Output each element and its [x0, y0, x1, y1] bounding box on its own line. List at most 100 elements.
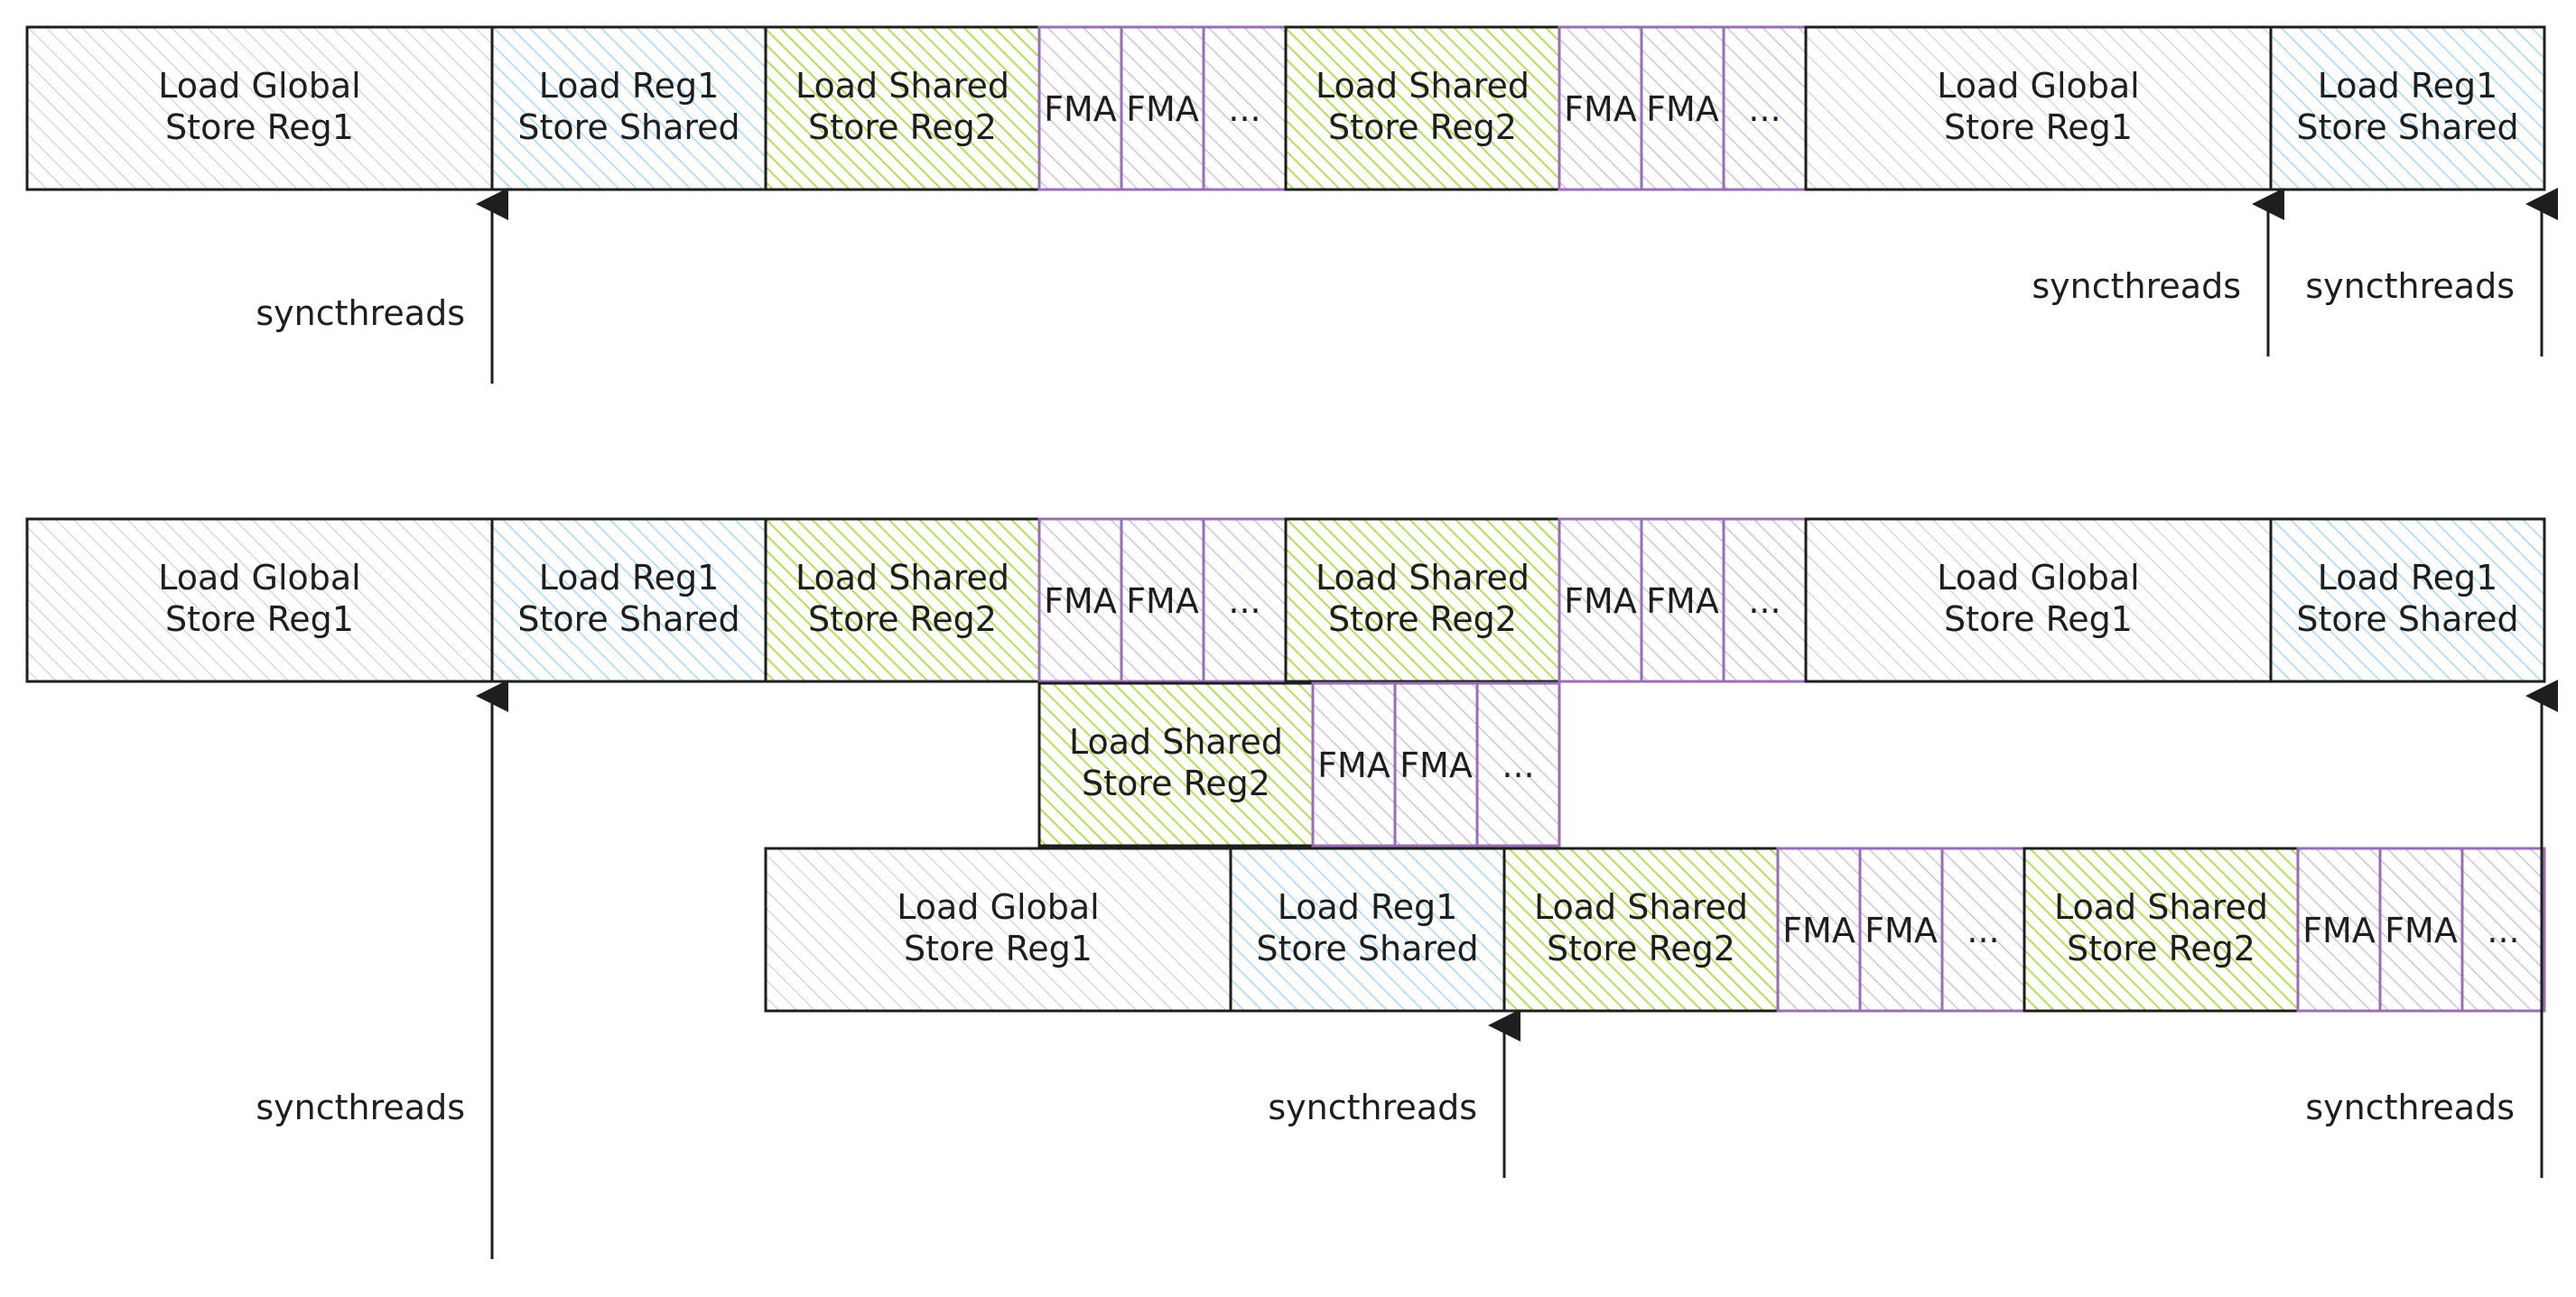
ellipsis-label: ...: [1748, 581, 1781, 621]
ellipsis-label: ...: [2487, 911, 2519, 950]
block-label-line: Store Reg2: [1082, 764, 1270, 803]
block-label-line: Load Shared: [795, 558, 1009, 598]
bottom-row-2-block-fma: FMA: [1393, 681, 1479, 848]
syncthreads-label: syncthreads: [1268, 1088, 1477, 1127]
syncthreads-label: syncthreads: [2032, 266, 2241, 306]
block-label-line: Load Global: [1937, 558, 2139, 598]
block-label-line: Load Reg1: [1278, 887, 1458, 927]
block-label-line: Store Reg1: [1944, 599, 2133, 639]
top-row-block-rect: [25, 25, 494, 191]
block-label-line: Store Reg2: [1547, 929, 1735, 968]
bottom-row-3-block-rect: [1229, 847, 1506, 1013]
syncthreads-marker: syncthreads: [2032, 188, 2284, 357]
top-row-block-dots: ...: [1722, 25, 1808, 191]
block-label-line: Load Shared: [1316, 558, 1530, 598]
bottom-row-1-block-rect: [490, 517, 767, 683]
block-label-line: Load Reg1: [2318, 558, 2498, 598]
block-label-line: Load Shared: [1316, 66, 1530, 106]
bottom-row-1-block-rect: [2269, 517, 2546, 683]
bottom-syncthreads-markers: syncthreads syncthreads syncthreads: [256, 680, 2558, 1259]
top-row-block-rect: [490, 25, 767, 191]
bottom-row-1-block-rect: [25, 517, 494, 683]
block-label-line: Load Reg1: [539, 558, 720, 598]
block-label-line: Load Shared: [795, 66, 1009, 106]
bottom-row-1-block-rect: [1037, 517, 1123, 683]
bottom-row-2-block-fma: FMA: [1311, 681, 1397, 848]
block-label-line: Store Reg2: [2067, 929, 2255, 968]
ellipsis-label: ...: [1228, 581, 1260, 621]
bottom-row-1-block-fma: FMA: [1037, 517, 1123, 683]
bottom-row-1-block-rect: [1202, 517, 1288, 683]
block-label-line: Store Shared: [517, 599, 739, 639]
bottom-row-2-block-rect: [1311, 681, 1397, 848]
fma-label: FMA: [1126, 581, 1199, 621]
ellipsis-label: ...: [1502, 746, 1534, 785]
fma-label: FMA: [2385, 911, 2458, 950]
bottom-row-3-block-fma: FMA: [2296, 847, 2382, 1013]
block-label-line: Store Reg2: [1328, 599, 1517, 639]
fma-label: FMA: [1646, 581, 1719, 621]
block-label-line: Load Global: [158, 66, 360, 106]
fma-label: FMA: [1044, 89, 1117, 129]
fma-label: FMA: [1564, 581, 1637, 621]
block-label-line: Load Global: [1937, 66, 2139, 106]
bottom-row-3-block-rect: [1502, 847, 1780, 1013]
syncthreads-marker: syncthreads: [256, 188, 508, 384]
bottom-row-1-block-dots: ...: [1722, 517, 1808, 683]
block-label-line: Store Reg2: [808, 107, 997, 147]
bottom-row-1-block-fma: FMA: [1558, 517, 1643, 683]
bottom-row-1-block-dots: ...: [1202, 517, 1288, 683]
block-label-line: Store Shared: [2296, 599, 2518, 639]
block-label-line: Load Shared: [2054, 887, 2268, 927]
syncthreads-label: syncthreads: [2305, 266, 2515, 306]
fma-label: FMA: [1646, 89, 1719, 129]
block-label-line: Store Reg1: [904, 929, 1093, 968]
top-row-block-rect: [1284, 25, 1561, 191]
fma-label: FMA: [1317, 746, 1390, 785]
bottom-row-1-block-rect: [1804, 517, 2273, 683]
block-label-line: Store Reg2: [1328, 107, 1517, 147]
bottom-row-3-block-fma: FMA: [1776, 847, 1862, 1013]
bottom-row-3-block-dots: ...: [1940, 847, 2026, 1013]
fma-label: FMA: [1865, 911, 1938, 950]
syncthreads-marker: syncthreads: [2305, 188, 2558, 357]
fma-label: FMA: [1782, 911, 1855, 950]
bottom-row-1-block-rect: [1284, 517, 1561, 683]
bottom-row-3-block-fma: FMA: [2378, 847, 2464, 1013]
bottom-row-2-block-dots: ...: [1475, 681, 1561, 848]
block-label-line: Store Reg1: [1944, 107, 2133, 147]
top-row-block-rect: [1120, 25, 1205, 191]
bottom-row-3-block-fma: FMA: [1858, 847, 1944, 1013]
top-row-block-rect: [764, 25, 1041, 191]
bottom-row-1-block-rect: [1120, 517, 1205, 683]
bottom-row-3-block-rect: [2023, 847, 2300, 1013]
top-row-block-fma: FMA: [1640, 25, 1725, 191]
bottom-row-3-block-rect: [764, 847, 1232, 1013]
syncthreads-label: syncthreads: [2305, 1088, 2515, 1127]
syncthreads-marker: syncthreads: [256, 680, 508, 1259]
bottom-row-3-block-rect: [2378, 847, 2464, 1013]
block-label-line: Load Shared: [1534, 887, 1748, 927]
block-label-line: Load Reg1: [2318, 66, 2498, 106]
ellipsis-label: ...: [1967, 911, 1999, 950]
block-label-line: Store Reg2: [808, 599, 997, 639]
block-label-line: Store Shared: [2296, 107, 2518, 147]
top-row-block-rect: [1202, 25, 1288, 191]
top-row-block-rect: [2269, 25, 2546, 191]
fma-label: FMA: [1564, 89, 1637, 129]
top-row-block-fma: FMA: [1037, 25, 1123, 191]
block-label-line: Store Reg1: [165, 107, 354, 147]
block-label-line: Load Global: [158, 558, 360, 598]
